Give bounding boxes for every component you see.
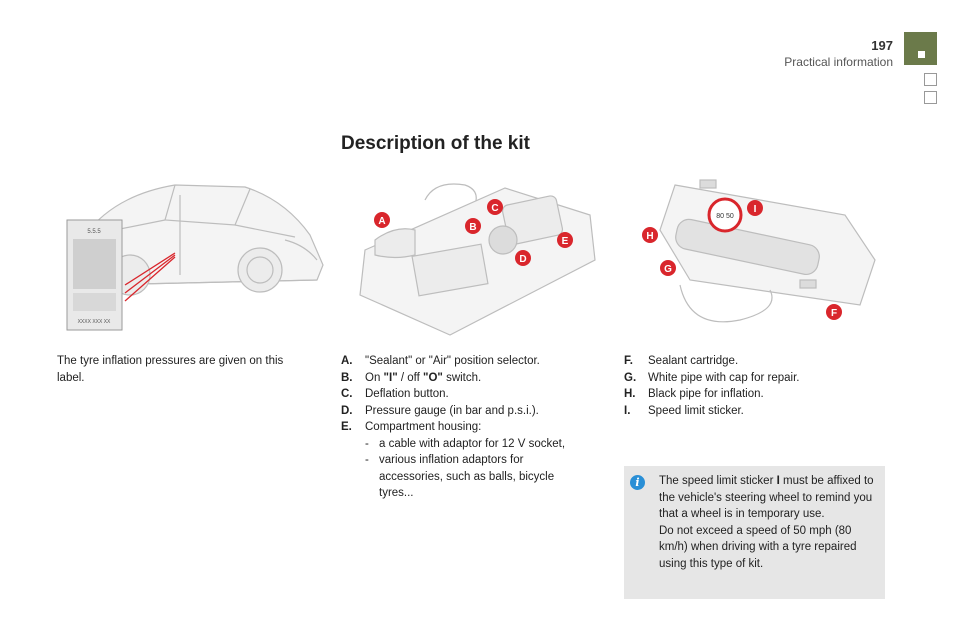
item-text: Speed limit sticker. (648, 404, 744, 417)
item-key: G. (624, 371, 637, 384)
item-text-mid: / off (397, 371, 424, 384)
info-text: The speed limit sticker I must be affixe… (659, 473, 881, 572)
item-key: E. (341, 421, 352, 433)
info-icon: i (630, 475, 645, 490)
list-item: F. Sealant cartridge. (624, 353, 884, 370)
info-bold: I (776, 475, 780, 487)
kit-callout-i-label: I (754, 204, 757, 215)
sub-item: -various inflation adaptors for accessor… (341, 452, 581, 502)
item-key: I. (624, 404, 631, 417)
section-name: Practical information (784, 55, 893, 69)
kit-callout-f-label: F (831, 308, 837, 319)
car-illustration: 5.5.5 XXXX XXX XX (66, 184, 324, 331)
item-text: "Sealant" or "Air" position selector. (365, 355, 540, 367)
kit-callout-c: C (487, 199, 503, 215)
kit-items-left: A."Sealant" or "Air" position selector. … (341, 353, 581, 502)
item-text: Sealant cartridge. (648, 355, 739, 367)
item-text: Deflation button. (365, 388, 449, 400)
item-key: H. (624, 388, 636, 400)
kit-callout-g-label: G (664, 264, 672, 275)
item-text: On "I" / off "O" switch. (365, 370, 481, 387)
kit-items-right: F. Sealant cartridge. G. White pipe with c… (624, 353, 884, 419)
kit-callout-h-label: H (646, 231, 653, 242)
item-text: Compartment housing: (365, 421, 482, 433)
list-item: C. Deflation button. (341, 386, 581, 403)
kit-callout-a: A (374, 212, 390, 228)
item-text-after: switch. (442, 371, 482, 384)
page-number: 197 (871, 38, 893, 53)
kit-callout-d: D (515, 250, 531, 266)
tyre-pressure-label: 5.5.5 XXXX XXX XX (66, 219, 123, 331)
kit-callout-b: B (465, 218, 481, 234)
kit-callout-d-label: D (519, 254, 526, 265)
kit-callout-e-label: E (562, 236, 569, 247)
item-text: Black pipe for inflation. (648, 388, 764, 400)
item-text: White pipe with cap for repair. (648, 371, 800, 384)
info-box: i The speed limit sticker I must be affi… (624, 466, 885, 599)
item-key: C. (341, 388, 353, 400)
speed-sticker-text: 80 50 (716, 213, 734, 220)
item-key: F. (624, 355, 633, 367)
page-title: Description of the kit (341, 133, 530, 154)
item-text: Pressure gauge (in bar and p.s.i.). (365, 404, 539, 417)
item-key: D. (341, 404, 353, 417)
info-paragraph-1: The speed limit sticker I must be affixe… (659, 473, 881, 523)
info-text-before: The speed limit sticker (659, 475, 777, 487)
label-top-text: 5.5.5 (87, 229, 101, 235)
info-text-after: must be affixed to the vehicle's steerin… (659, 475, 874, 520)
kit-callout-e: E (557, 232, 573, 248)
kit-callout-i: I (747, 200, 763, 216)
item-key: B. (341, 371, 353, 384)
kit-callout-h: H (642, 227, 658, 243)
kit-callout-f: F (826, 304, 842, 320)
kit-callout-a-label: A (378, 216, 385, 227)
info-paragraph-2: Do not exceed a speed of 50 mph (80 km/h… (659, 524, 857, 570)
list-item: G. White pipe with cap for repair. (624, 370, 884, 387)
sub-text: various inflation adaptors for accessori… (379, 454, 555, 499)
kit-callout-b-label: B (469, 222, 476, 233)
list-item: H. Black pipe for inflation. (624, 386, 884, 403)
label-bottom-text: XXXX XXX XX (78, 319, 111, 325)
speed-sticker: 80 50 (707, 197, 743, 233)
list-item: A. "Sealant" or "Air" position selector. (341, 353, 581, 370)
sub-dash: - (365, 437, 369, 450)
item-bold-off: "O" (423, 371, 443, 384)
section-marker-1 (924, 73, 937, 86)
item-text-before: On (365, 371, 384, 384)
list-item: I. Speed limit sticker. (624, 403, 884, 420)
red-pointer-lines (124, 252, 176, 302)
kit-top-illustration: A B C D E (359, 183, 596, 336)
sub-item: -a cable with adaptor for 12 V socket, (341, 436, 581, 453)
item-key: A. (341, 355, 353, 367)
list-item: D. Pressure gauge (in bar and p.s.i.). (341, 403, 581, 420)
kit-callout-g: G (660, 260, 676, 276)
sub-dash: - (365, 454, 369, 466)
item-bold-on: "I" (383, 371, 398, 384)
list-item: E. Compartment housing: (341, 419, 581, 436)
section-marker-2 (924, 91, 937, 104)
tab-marker (918, 51, 925, 58)
kit-bottom-illustration: 80 50 H I G F (642, 179, 876, 323)
section-tab (904, 32, 937, 65)
list-item: B. On "I" / off "O" switch. (341, 370, 581, 387)
car-caption: The tyre inflation pressures are given o… (57, 355, 284, 384)
kit-callout-c-label: C (491, 203, 498, 214)
sub-text: a cable with adaptor for 12 V socket, (379, 437, 566, 450)
